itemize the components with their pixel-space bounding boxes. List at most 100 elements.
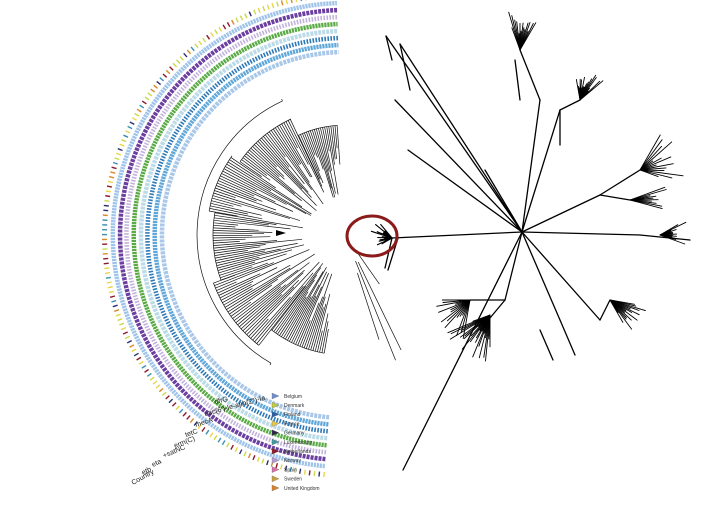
tree-branch xyxy=(330,125,336,160)
country-ring-tick xyxy=(119,143,125,147)
tree-branch xyxy=(247,151,317,211)
tree-branch xyxy=(220,262,269,281)
country-ring-tick xyxy=(117,318,123,322)
legend-swatch xyxy=(271,457,280,464)
tree-branch xyxy=(283,122,298,149)
country-ring-tick xyxy=(280,0,284,6)
tree-branch xyxy=(328,126,335,165)
country-ring-tick xyxy=(256,456,260,462)
tree-branch xyxy=(639,169,684,177)
country-ring-tick xyxy=(261,458,265,464)
country-ring-tick xyxy=(103,204,109,207)
tree-branch xyxy=(254,272,314,343)
tree-branch xyxy=(213,238,303,249)
legend-label: France xyxy=(284,421,300,427)
tree-branch xyxy=(281,296,307,337)
tree-branch xyxy=(252,296,291,341)
tree-branch xyxy=(301,302,320,348)
tree-branch xyxy=(215,250,266,261)
country-ring-tick xyxy=(257,7,261,13)
country-ring-tick xyxy=(106,281,112,284)
tree-branch xyxy=(305,273,333,349)
tree-branch xyxy=(232,269,299,319)
ring-label-tetc: tetC xyxy=(184,428,198,439)
root-arrow-icon xyxy=(276,230,286,236)
country-ring-tick xyxy=(230,444,234,450)
tree-branch xyxy=(357,261,402,351)
tree-branch xyxy=(213,241,240,244)
country-ring-tick xyxy=(139,104,145,109)
legend-label: Denmark xyxy=(284,403,305,409)
tree-branch xyxy=(639,156,672,171)
tree-branch xyxy=(224,267,291,308)
tree-branch xyxy=(248,261,320,337)
legend-label: Netherlands xyxy=(284,449,311,455)
tree-branch xyxy=(212,232,265,235)
tree-branch xyxy=(539,329,554,361)
tree-branch xyxy=(281,98,283,102)
tree-branch xyxy=(269,363,272,366)
legend-swatch xyxy=(271,438,280,446)
tree-branch xyxy=(472,314,491,322)
tree-branch xyxy=(579,80,604,101)
annotation-ring xyxy=(152,42,339,427)
tree-branch xyxy=(629,199,663,210)
country-ring-tick xyxy=(234,446,239,453)
country-ring-tick xyxy=(308,470,311,476)
tree-branch xyxy=(214,262,275,286)
tree-branch xyxy=(222,170,287,205)
country-ring-tick xyxy=(136,356,142,361)
tree-branch xyxy=(227,161,312,215)
country-ring-tick xyxy=(194,43,199,49)
tree-branch xyxy=(321,321,329,353)
tree-branch xyxy=(639,134,661,171)
country-ring-tick xyxy=(126,339,133,344)
unrooted-phylogeny-panel xyxy=(345,11,691,471)
tree-branch xyxy=(233,262,310,321)
country-ring-tick xyxy=(162,73,168,78)
country-ring-tick xyxy=(266,4,270,10)
country-ring-tick xyxy=(231,19,235,25)
tree-branch xyxy=(244,279,300,334)
tree-branch xyxy=(267,133,286,158)
tree-branch xyxy=(215,249,310,289)
country-ring-tick xyxy=(235,17,239,23)
tree-branch xyxy=(440,299,471,323)
country-ring-tick xyxy=(168,398,174,404)
tree-branch xyxy=(295,286,322,345)
country-ring-tick xyxy=(294,467,297,473)
tree-branch xyxy=(277,279,315,335)
country-ring-tick xyxy=(129,344,135,348)
tree-branch xyxy=(300,134,321,180)
tree-branch xyxy=(599,299,611,321)
country-ring-tick xyxy=(318,471,321,477)
country-ring-tick xyxy=(131,117,137,121)
tree-branch xyxy=(302,133,324,184)
tree-branch xyxy=(214,214,277,225)
country-ring-tick xyxy=(198,40,203,46)
country-ring-tick xyxy=(106,185,113,188)
tree-branch xyxy=(214,243,298,259)
tree-branch xyxy=(258,263,324,346)
country-ring-tick xyxy=(107,286,113,289)
tree-branch xyxy=(230,157,276,189)
country-ring-tick xyxy=(238,449,243,455)
tree-branch xyxy=(255,142,317,206)
country-ring-tick xyxy=(218,26,223,32)
country-legend: BelgiumDenmarkFinlandFranceGermanyLuxemb… xyxy=(271,392,320,492)
tree-branch xyxy=(242,294,283,332)
country-ring-tick xyxy=(217,437,222,443)
tree-branch xyxy=(223,288,253,306)
tree-branch xyxy=(209,210,238,217)
tree-branch xyxy=(521,99,541,233)
tree-branch xyxy=(245,153,295,194)
tree-branch xyxy=(319,313,329,353)
tree-branch xyxy=(293,295,317,344)
tree-branch xyxy=(314,294,331,352)
legend-swatch xyxy=(271,392,280,400)
tree-branch xyxy=(239,161,262,177)
tree-branch xyxy=(297,273,329,346)
tree-branch xyxy=(217,273,261,294)
tree-branch xyxy=(385,35,393,61)
